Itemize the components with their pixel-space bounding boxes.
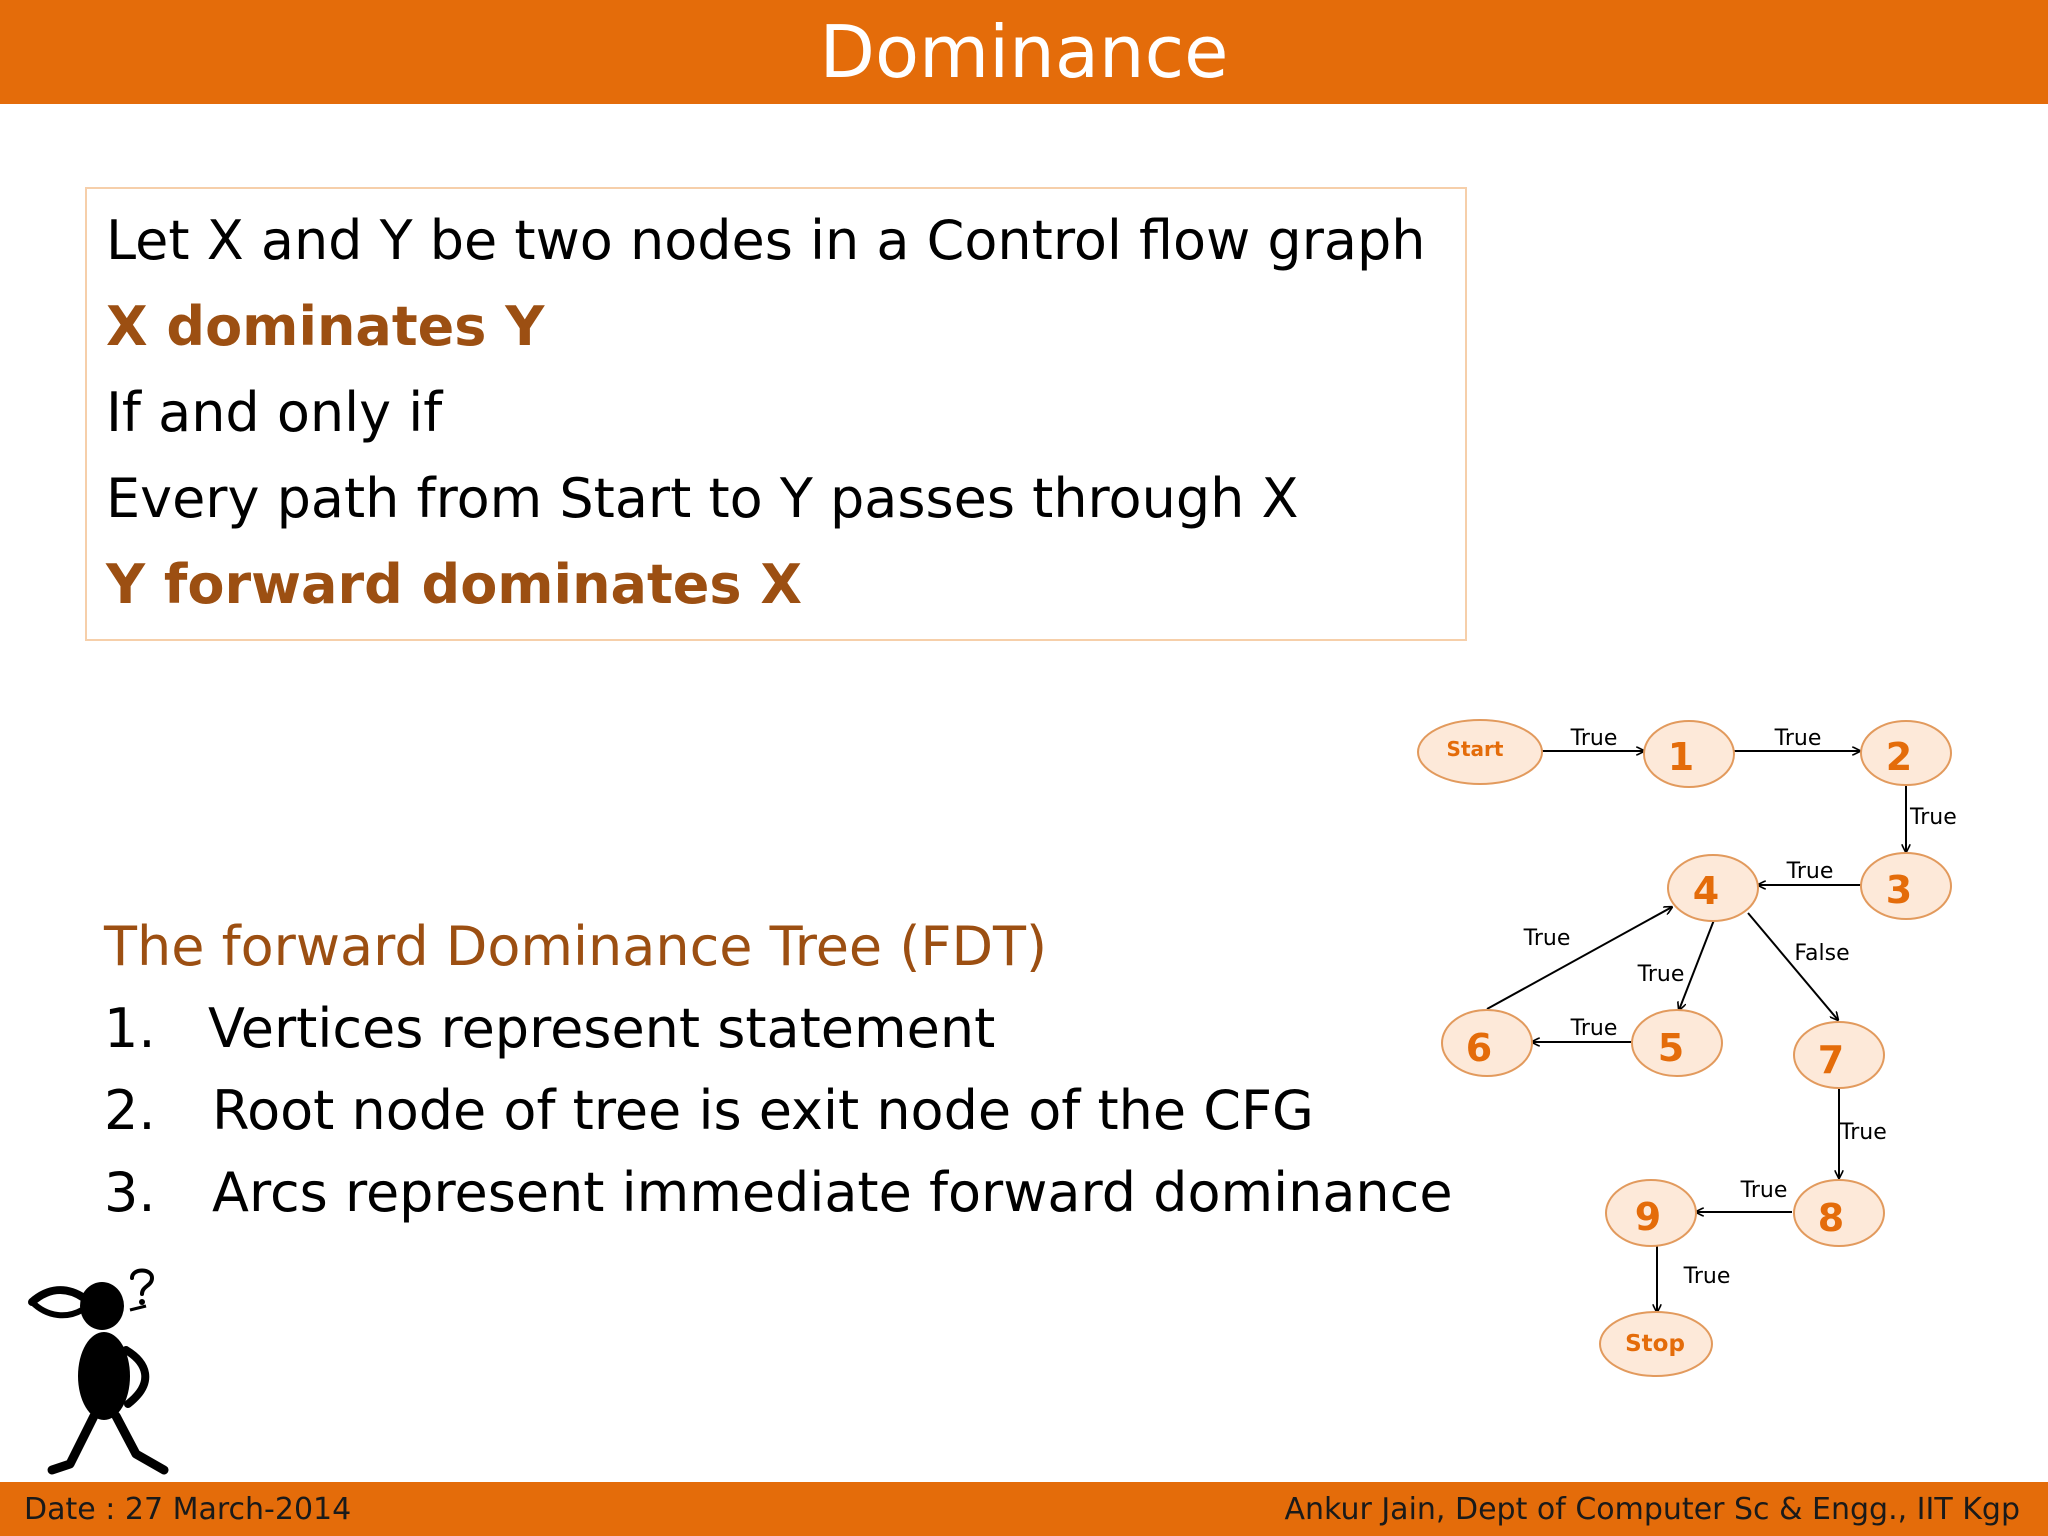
fdt-item-text: Arcs represent immediate forward dominan… — [212, 1161, 1453, 1224]
edge-label-6-4: True — [1523, 926, 1571, 951]
edge-label-start-1: True — [1570, 726, 1618, 751]
node-label-9: 9 — [1635, 1195, 1661, 1239]
definition-box — [85, 187, 1467, 641]
node-5 — [1631, 1009, 1723, 1077]
edge-4-7 — [1747, 912, 1838, 1020]
definition-line-5: Y forward dominates X — [106, 553, 802, 616]
node-8 — [1793, 1179, 1885, 1247]
fdt-item-number: 2. — [104, 1079, 156, 1142]
node-2 — [1860, 720, 1952, 786]
definition-line-4: Every path from Start to Y passes throug… — [106, 467, 1299, 530]
thinking-figure-icon — [28, 1268, 169, 1475]
definition-line-2: X dominates Y — [106, 295, 545, 358]
footer-bar — [0, 1482, 2048, 1536]
node-label-start: Start — [1447, 737, 1504, 761]
node-stop — [1599, 1311, 1713, 1377]
node-label-7: 7 — [1818, 1038, 1844, 1082]
title-bar — [0, 0, 2048, 104]
footer-credit: Ankur Jain, Dept of Computer Sc & Engg.,… — [1284, 1492, 2020, 1527]
definition-line-1: Let X and Y be two nodes in a Control fl… — [106, 209, 1426, 272]
node-4 — [1667, 854, 1759, 922]
fdt-item-text: Vertices represent statement — [208, 997, 996, 1060]
footer-date: Date : 27 March-2014 — [24, 1492, 352, 1527]
edge-label-4-5: True — [1637, 962, 1685, 987]
fdt-item-text: Root node of tree is exit node of the CF… — [212, 1079, 1314, 1142]
node-3 — [1860, 852, 1952, 920]
edge-label-9-stop: True — [1683, 1264, 1731, 1289]
node-label-4: 4 — [1693, 869, 1719, 913]
edge-label-2-3: True — [1909, 805, 1957, 830]
edge-label-7-8: True — [1839, 1120, 1887, 1145]
definition-line-3: If and only if — [106, 381, 443, 444]
edge-6-4 — [1486, 907, 1672, 1010]
node-label-3: 3 — [1886, 868, 1912, 912]
node-6 — [1441, 1009, 1533, 1077]
node-label-8: 8 — [1818, 1196, 1844, 1240]
node-7 — [1793, 1021, 1885, 1089]
edge-label-4-7: False — [1794, 941, 1849, 966]
node-label-2: 2 — [1886, 735, 1912, 779]
node-1 — [1643, 720, 1735, 788]
edge-label-5-6: True — [1570, 1016, 1618, 1041]
fdt-item-number: 1. — [104, 997, 156, 1060]
edge-4-5 — [1679, 919, 1715, 1010]
edge-label-8-9: True — [1740, 1178, 1788, 1203]
node-9 — [1605, 1179, 1697, 1247]
edge-label-3-4: True — [1786, 859, 1834, 884]
node-label-stop: Stop — [1625, 1331, 1685, 1357]
slide-title: Dominance — [819, 10, 1229, 94]
node-label-1: 1 — [1668, 735, 1694, 779]
node-label-5: 5 — [1658, 1026, 1684, 1070]
fdt-heading: The forward Dominance Tree (FDT) — [104, 915, 1048, 978]
edge-label-1-2: True — [1774, 726, 1822, 751]
fdt-item-number: 3. — [104, 1161, 156, 1224]
node-start — [1417, 719, 1543, 785]
node-label-6: 6 — [1466, 1026, 1492, 1070]
